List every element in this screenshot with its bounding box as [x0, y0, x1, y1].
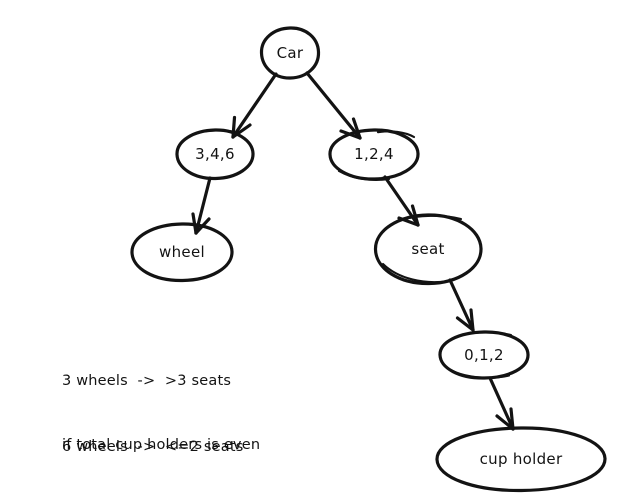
- edge-seat-to-cup-domain: [448, 278, 475, 332]
- edge-seat-domain-to-seat: [383, 175, 420, 227]
- constraint-line-2: 6 wheels -> <=2 seats: [62, 439, 244, 455]
- node-shape-cup-holder[interactable]: [435, 426, 607, 493]
- edge-car-to-wheel-domain: [231, 72, 278, 139]
- node-shape-seat-domain[interactable]: [328, 128, 420, 181]
- node-shape-seat[interactable]: [373, 213, 483, 286]
- edge-wheel-domain-to-wheel: [191, 176, 212, 235]
- node-shape-wheel[interactable]: [130, 222, 234, 283]
- edge-car-to-seat-domain: [305, 71, 362, 140]
- constraint-line-1: 3 wheels -> >3 seats: [62, 373, 232, 389]
- edge-cup-domain-to-cup-holder: [488, 376, 515, 431]
- parity-rule-note: if total cup holders is even -> number o…: [62, 390, 325, 500]
- constraints-note: 3 wheels -> >3 seats 6 wheels -> <=2 sea…: [62, 326, 243, 500]
- node-shape-cup-domain[interactable]: [438, 330, 530, 380]
- node-shape-wheel-domain[interactable]: [175, 128, 255, 181]
- node-shape-car[interactable]: [259, 26, 321, 80]
- parity-rule-line-1: if total cup holders is even: [62, 437, 261, 453]
